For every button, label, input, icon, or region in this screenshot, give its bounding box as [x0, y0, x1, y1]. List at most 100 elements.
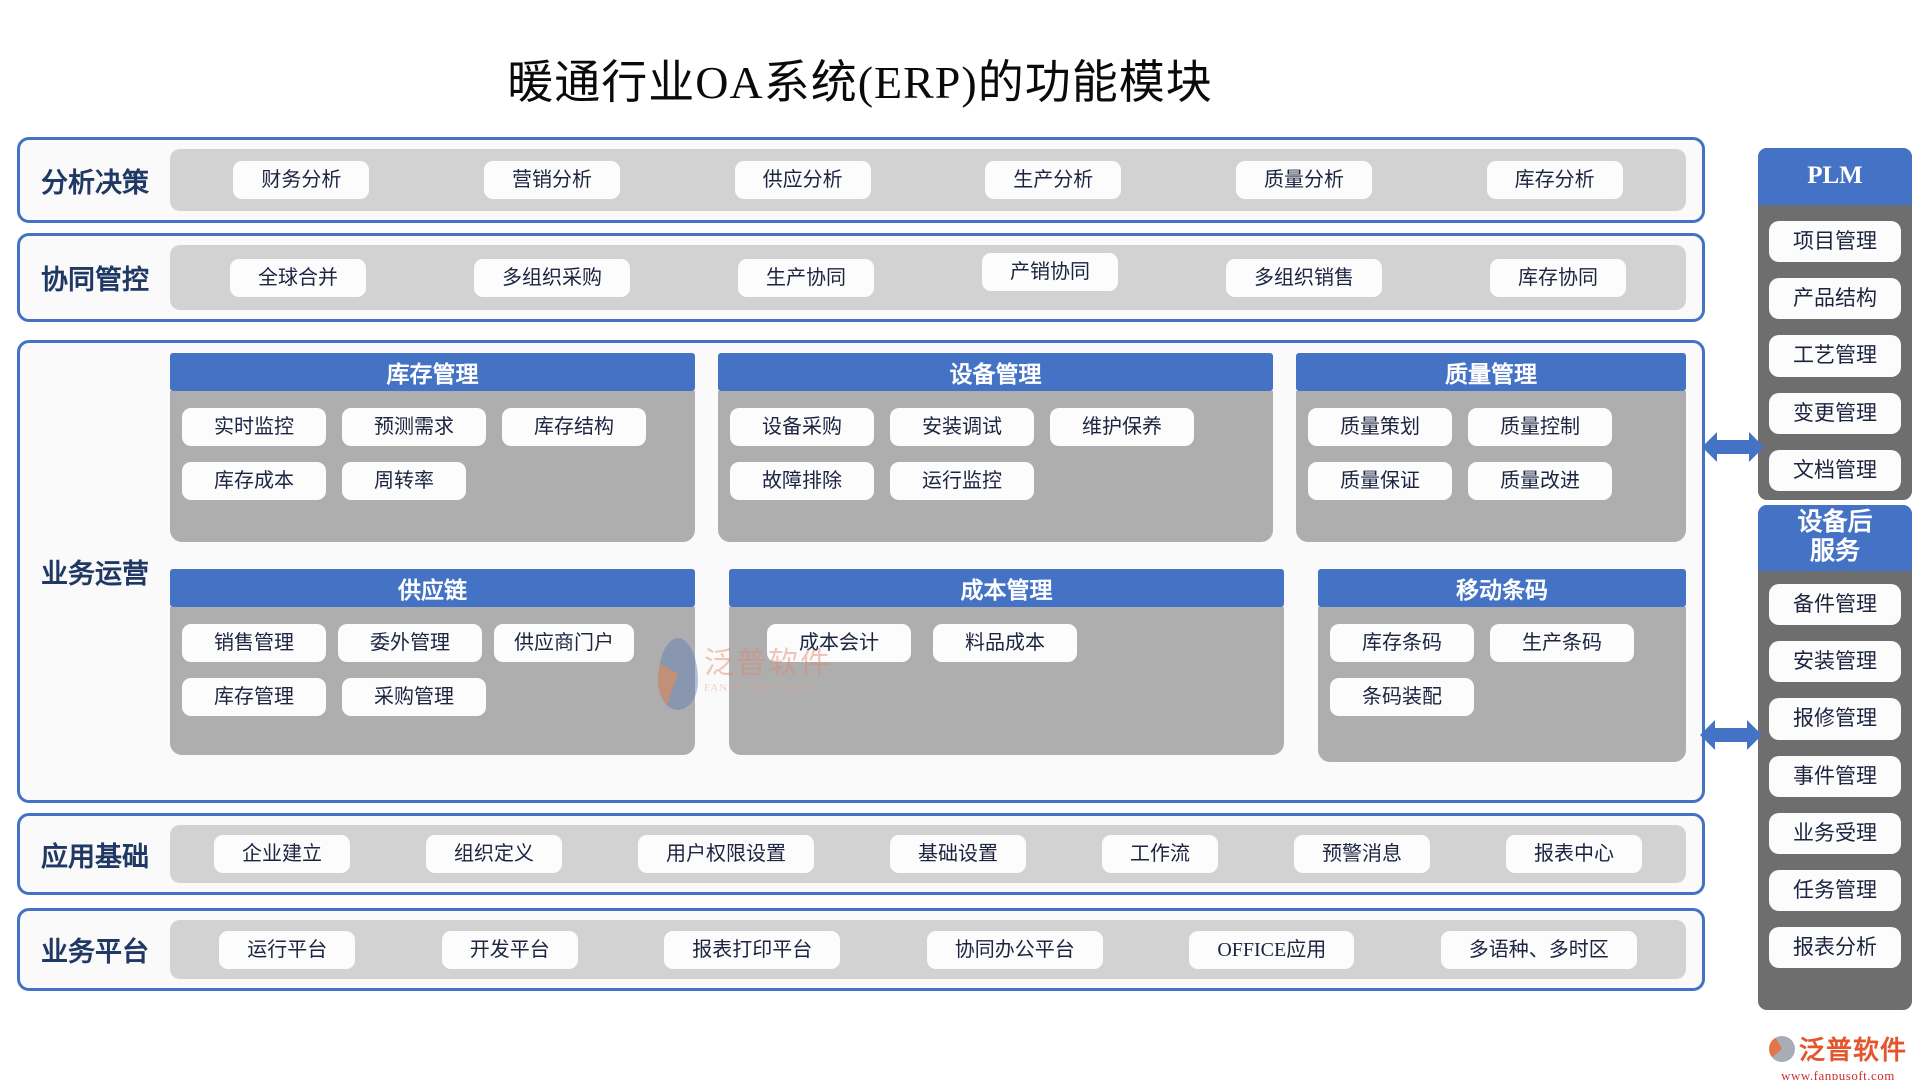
module-item: 报表打印平台 — [664, 930, 841, 969]
module-item: 成本会计 — [767, 624, 911, 662]
module-item: 供应分析 — [734, 161, 871, 199]
panel-body: 销售管理 委外管理 供应商门户 库存管理 采购管理 — [170, 607, 695, 755]
module-item: 多组织采购 — [474, 258, 630, 297]
module-item: 产销协同 — [982, 252, 1118, 291]
panel-inventory-management: 库存管理 实时监控 预测需求 库存结构 库存成本 周转率 — [170, 353, 695, 542]
module-item: 库存协同 — [1490, 258, 1626, 297]
module-item: 安装调试 — [890, 408, 1034, 446]
band-strip: 运行平台 开发平台 报表打印平台 协同办公平台 OFFICE应用 多语种、多时区 — [170, 920, 1686, 979]
band-label-platform: 业务平台 — [41, 937, 149, 967]
module-item: 多语种、多时区 — [1440, 930, 1637, 969]
module-item: 业务受理 — [1769, 812, 1901, 854]
module-item: 安装管理 — [1769, 641, 1901, 683]
footer-logo-name: 泛普软件 — [1798, 1036, 1907, 1065]
section-business-operations: 业务运营 库存管理 实时监控 预测需求 库存结构 库存成本 周转率 — [17, 340, 1705, 803]
panel-body: 质量策划 质量控制 质量保证 质量改进 — [1296, 391, 1686, 542]
panel-header-inventory: 库存管理 — [170, 353, 695, 391]
module-item: 销售管理 — [182, 624, 326, 662]
module-item: 质量改进 — [1468, 462, 1612, 500]
module-item: 生产条码 — [1490, 624, 1634, 662]
module-item: 生产协同 — [738, 258, 874, 297]
module-item: 全球合并 — [230, 258, 366, 297]
band-collaboration-control: 协同管控 全球合并 多组织采购 生产协同 产销协同 多组织销售 库存协同 — [17, 233, 1705, 322]
module-item: 运行监控 — [890, 462, 1034, 500]
panel-supply-chain: 供应链 销售管理 委外管理 供应商门户 库存管理 采购管理 — [170, 569, 695, 762]
panel-equipment-management: 设备管理 设备采购 安装调试 维护保养 故障排除 运行监控 — [718, 353, 1273, 542]
module-item: 质量分析 — [1235, 161, 1372, 199]
panel-header-supply-chain: 供应链 — [170, 569, 695, 607]
page-title: 暖通行业OA系统(ERP)的功能模块 — [507, 57, 1213, 108]
module-item: 生产分析 — [985, 161, 1122, 199]
module-item: 预测需求 — [342, 408, 486, 446]
module-item: 多组织销售 — [1226, 258, 1382, 297]
band-label-foundation: 应用基础 — [41, 841, 149, 872]
band-strip: 企业建立 组织定义 用户权限设置 基础设置 工作流 预警消息 报表中心 — [170, 825, 1686, 883]
module-item: 工艺管理 — [1769, 335, 1901, 377]
panel-header-cost: 成本管理 — [729, 569, 1284, 607]
panel-header-line: 服务 — [1809, 538, 1860, 565]
module-item: 库存管理 — [182, 678, 326, 716]
module-item: 质量策划 — [1308, 408, 1452, 446]
module-item: 用户权限设置 — [638, 835, 814, 873]
module-item: 文档管理 — [1769, 449, 1901, 491]
fanpu-logo-icon — [1768, 1035, 1795, 1062]
band-analysis-decision: 分析决策 财务分析 营销分析 供应分析 生产分析 质量分析 库存分析 — [17, 137, 1705, 223]
operations-grid: 库存管理 实时监控 预测需求 库存结构 库存成本 周转率 — [170, 353, 1686, 790]
module-item: 企业建立 — [214, 835, 350, 873]
module-item: 备件管理 — [1769, 584, 1901, 626]
panel-plm: PLM 项目管理 产品结构 工艺管理 变更管理 文档管理 — [1758, 148, 1912, 500]
panel-header-barcode: 移动条码 — [1318, 569, 1686, 607]
panel-body: 成本会计 料品成本 — [729, 607, 1284, 755]
module-item: 设备采购 — [730, 408, 874, 446]
module-item: 运行平台 — [219, 930, 356, 969]
module-item: 周转率 — [342, 462, 466, 500]
band-application-foundation: 应用基础 企业建立 组织定义 用户权限设置 基础设置 工作流 预警消息 报表中心 — [17, 813, 1705, 895]
module-item: 事件管理 — [1769, 755, 1901, 797]
panel-cost-management: 成本管理 成本会计 料品成本 — [729, 569, 1284, 762]
module-item: 委外管理 — [338, 624, 482, 662]
panel-mobile-barcode: 移动条码 库存条码 生产条码 条码装配 — [1318, 569, 1686, 762]
module-item: 报表中心 — [1506, 835, 1642, 873]
module-item: 库存成本 — [182, 462, 326, 500]
module-item: 采购管理 — [342, 678, 486, 716]
module-item: 料品成本 — [933, 624, 1077, 662]
panel-header-equipment: 设备管理 — [718, 353, 1273, 391]
footer-logo: 泛普软件 www.fanpusoft.com — [1756, 1030, 1920, 1080]
module-item: 协同办公平台 — [926, 930, 1103, 969]
footer-logo-website: www.fanpusoft.com — [1781, 1068, 1895, 1080]
module-item: 基础设置 — [890, 835, 1026, 873]
panel-body: 库存条码 生产条码 条码装配 — [1318, 607, 1686, 762]
module-item: 库存结构 — [502, 408, 646, 446]
module-item: 工作流 — [1102, 835, 1218, 873]
module-item: 开发平台 — [441, 930, 578, 969]
module-item: 质量保证 — [1308, 462, 1452, 500]
panel-header-line: 设备后 — [1797, 509, 1873, 537]
module-item: 财务分析 — [233, 161, 370, 199]
panel-header-quality: 质量管理 — [1296, 353, 1686, 391]
panel-after-sales-service: 设备后 服务 备件管理 安装管理 报修管理 事件管理 业务受理 任务管理 报表分… — [1758, 505, 1912, 1010]
module-item: 报修管理 — [1769, 698, 1901, 740]
module-item: 供应商门户 — [494, 624, 634, 662]
module-item: 库存条码 — [1330, 624, 1474, 662]
double-arrow-icon — [1700, 720, 1762, 750]
band-label-analysis: 分析决策 — [41, 167, 149, 198]
double-arrow-icon — [1702, 432, 1764, 462]
module-item: 组织定义 — [426, 835, 562, 873]
band-business-platform: 业务平台 运行平台 开发平台 报表打印平台 协同办公平台 OFFICE应用 多语… — [17, 908, 1705, 991]
panel-quality-management: 质量管理 质量策划 质量控制 质量保证 质量改进 — [1296, 353, 1686, 542]
module-item: OFFICE应用 — [1189, 930, 1355, 969]
panel-body: 设备采购 安装调试 维护保养 故障排除 运行监控 — [718, 391, 1273, 542]
band-strip: 全球合并 多组织采购 生产协同 产销协同 多组织销售 库存协同 — [170, 245, 1686, 310]
band-label-collaboration: 协同管控 — [41, 265, 149, 295]
module-item: 任务管理 — [1769, 869, 1901, 912]
module-item: 项目管理 — [1769, 221, 1901, 263]
band-label-operations: 业务运营 — [41, 559, 149, 589]
module-item: 报表分析 — [1769, 927, 1901, 969]
module-item: 库存分析 — [1486, 161, 1623, 199]
module-item: 变更管理 — [1769, 392, 1901, 434]
module-item: 预警消息 — [1294, 835, 1430, 873]
panel-header-after-service: 设备后 服务 — [1758, 505, 1912, 571]
module-item: 产品结构 — [1769, 278, 1901, 320]
module-item: 实时监控 — [182, 408, 326, 446]
band-strip: 财务分析 营销分析 供应分析 生产分析 质量分析 库存分析 — [170, 149, 1686, 211]
